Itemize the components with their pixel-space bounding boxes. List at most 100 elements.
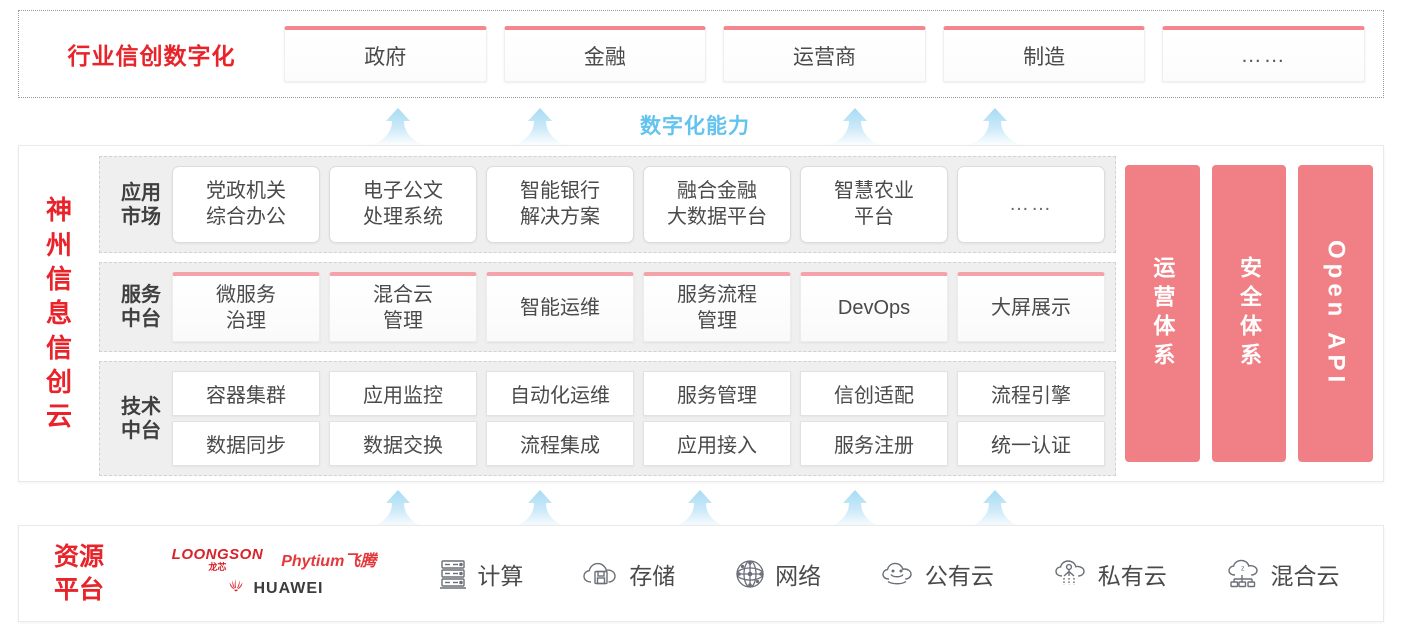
cross-cutting-pillars: 运营体系 安全体系 Open API xyxy=(1125,156,1374,471)
up-arrow-icon xyxy=(512,108,568,146)
cloud-title-char: 州 xyxy=(45,229,72,260)
cloud-title-char: 息 xyxy=(45,298,72,329)
application-market-cells: 党政机关 综合办公 电子公文 处理系统 智能银行 解决方案 融合金融 xyxy=(172,166,1105,243)
resource-item-public-cloud[interactable]: 公有云 xyxy=(880,557,994,591)
industry-box-list: 政府 金融 运营商 制造 …… xyxy=(284,26,1383,82)
pillar-label: Open API xyxy=(1322,239,1350,388)
network-mesh-icon xyxy=(734,558,766,590)
up-arrow-icon xyxy=(967,490,1023,528)
server-rack-icon xyxy=(438,558,468,590)
industry-box-more[interactable]: …… xyxy=(1162,26,1365,82)
service-card-process-mgmt[interactable]: 服务流程 管理 xyxy=(643,272,791,342)
industry-box-government[interactable]: 政府 xyxy=(284,26,487,82)
phytium-logo: Phytium飞腾 xyxy=(281,553,377,570)
app-card-smart-banking[interactable]: 智能银行 解决方案 xyxy=(486,166,634,243)
resource-item-label: 私有云 xyxy=(1097,562,1167,589)
resource-item-label: 公有云 xyxy=(924,562,994,589)
resource-item-network[interactable]: 网络 xyxy=(734,557,821,591)
cloud-tier-stack: 应用 市场 党政机关 综合办公 电子公文 处理系统 智能银行 xyxy=(99,156,1116,476)
service-card-dashboard[interactable]: 大屏展示 xyxy=(957,272,1105,342)
card-line: 服务流程 xyxy=(677,283,757,306)
cloud-title-char: 神 xyxy=(45,195,72,226)
resource-item-label: 混合云 xyxy=(1270,562,1340,589)
app-card-more[interactable]: …… xyxy=(957,166,1105,243)
digital-capability-label: 数字化能力 xyxy=(640,115,750,138)
app-card-edoc-system[interactable]: 电子公文 处理系统 xyxy=(329,166,477,243)
cloud-title-char: 创 xyxy=(45,366,72,397)
card-line: DevOps xyxy=(837,296,911,319)
industry-box-finance[interactable]: 金融 xyxy=(503,26,707,82)
loongson-logo-cn: 龙芯 xyxy=(208,561,227,572)
card-line: …… xyxy=(1009,192,1053,215)
tech-card-service-registry[interactable]: 服务注册 xyxy=(800,421,948,466)
cloud-storage-icon xyxy=(582,559,620,589)
service-card-microservice-governance[interactable]: 微服务 治理 xyxy=(172,272,320,342)
tech-card-data-exchange[interactable]: 数据交换 xyxy=(329,421,477,466)
tier-label-line: 中台 xyxy=(121,308,161,330)
card-line: 智慧农业 xyxy=(834,179,914,202)
up-arrow-icon xyxy=(827,490,883,528)
tier-label-tech-platform: 技术 中台 xyxy=(110,395,172,443)
service-platform-cells: 微服务 治理 混合云 管理 智能运维 服务流程 管理 xyxy=(172,272,1105,342)
industry-box-telecom[interactable]: 运营商 xyxy=(723,26,926,82)
tier-label-line: 技术 xyxy=(121,395,161,418)
tier-label-application-market: 应用 市场 xyxy=(110,181,172,229)
resource-item-label: 网络 xyxy=(775,562,822,589)
tech-card-unified-auth[interactable]: 统一认证 xyxy=(957,421,1105,466)
vendor-logo-group: LOONGSON 龙芯 Phytium飞腾 xyxy=(139,547,409,601)
huawei-flower-icon xyxy=(225,578,247,601)
cloud-title-char: 信 xyxy=(45,264,72,295)
industry-box-manufacturing[interactable]: 制造 xyxy=(942,26,1146,82)
pillar-open-api[interactable]: Open API xyxy=(1298,165,1374,462)
tier-label-line: 服务 xyxy=(121,284,161,306)
resource-item-hybrid-cloud[interactable]: z 混合云 xyxy=(1226,557,1340,591)
industry-band: 行业信创数字化 政府 金融 运营商 制造 …… xyxy=(18,10,1384,98)
resource-item-storage[interactable]: 存储 xyxy=(582,557,675,591)
tier-tech-platform: 技术 中台 容器集群 应用监控 自动化运维 服务管理 信创适配 流程引擎 xyxy=(99,361,1116,476)
card-line: 大屏展示 xyxy=(991,296,1071,319)
service-card-aiops[interactable]: 智能运维 xyxy=(486,272,634,342)
resource-item-label: 存储 xyxy=(629,562,676,589)
card-line: 综合办公 xyxy=(206,205,286,228)
industry-band-title: 行业信创数字化 xyxy=(67,43,236,69)
card-line: 管理 xyxy=(697,309,737,332)
tech-platform-grid: 容器集群 应用监控 自动化运维 服务管理 信创适配 流程引擎 数据同步 数据交换… xyxy=(172,371,1105,466)
card-line: 解决方案 xyxy=(520,205,600,228)
pillar-label: 运营体系 xyxy=(1150,255,1176,372)
card-line: 党政机关 xyxy=(206,179,286,202)
card-line: 管理 xyxy=(383,309,423,332)
card-line: 处理系统 xyxy=(363,205,443,228)
up-arrow-icon xyxy=(370,490,426,528)
cloud-title-char: 云 xyxy=(45,401,72,432)
tech-card-app-access[interactable]: 应用接入 xyxy=(643,421,791,466)
vendor-logo-row-2: HUAWEI xyxy=(225,578,324,601)
card-line: 智能运维 xyxy=(520,296,600,319)
service-card-devops[interactable]: DevOps xyxy=(800,272,948,342)
private-cloud-icon xyxy=(1053,558,1089,590)
resource-platform-title: 资源 平台 xyxy=(19,541,139,606)
resource-item-private-cloud[interactable]: 私有云 xyxy=(1053,557,1167,591)
loongson-logo-text: LOONGSON xyxy=(171,545,264,563)
app-card-government-office[interactable]: 党政机关 综合办公 xyxy=(172,166,320,243)
tech-card-app-monitoring[interactable]: 应用监控 xyxy=(329,371,477,416)
tech-card-container-cluster[interactable]: 容器集群 xyxy=(172,371,320,416)
tech-card-process-engine[interactable]: 流程引擎 xyxy=(957,371,1105,416)
tech-card-service-mgmt[interactable]: 服务管理 xyxy=(643,371,791,416)
app-card-smart-agriculture[interactable]: 智慧农业 平台 xyxy=(800,166,948,243)
tier-label-line: 市场 xyxy=(121,205,161,228)
resource-item-compute[interactable]: 计算 xyxy=(438,557,523,591)
tech-card-process-integration[interactable]: 流程集成 xyxy=(486,421,634,466)
tier-label-service-platform: 服务 中台 xyxy=(110,283,172,331)
tier-application-market: 应用 市场 党政机关 综合办公 电子公文 处理系统 智能银行 xyxy=(99,156,1116,253)
tech-card-data-sync[interactable]: 数据同步 xyxy=(172,421,320,466)
service-card-hybrid-cloud-mgmt[interactable]: 混合云 管理 xyxy=(329,272,477,342)
pillar-operations-system[interactable]: 运营体系 xyxy=(1125,165,1200,462)
tech-card-xinchuang-adaptation[interactable]: 信创适配 xyxy=(800,371,948,416)
pillar-security-system[interactable]: 安全体系 xyxy=(1211,165,1287,462)
up-arrow-icon xyxy=(967,108,1023,146)
pillar-label: 安全体系 xyxy=(1237,255,1262,372)
tech-card-automated-ops[interactable]: 自动化运维 xyxy=(486,371,634,416)
app-card-finance-bigdata[interactable]: 融合金融 大数据平台 xyxy=(643,166,791,243)
cloud-title-char: 信 xyxy=(45,332,72,363)
